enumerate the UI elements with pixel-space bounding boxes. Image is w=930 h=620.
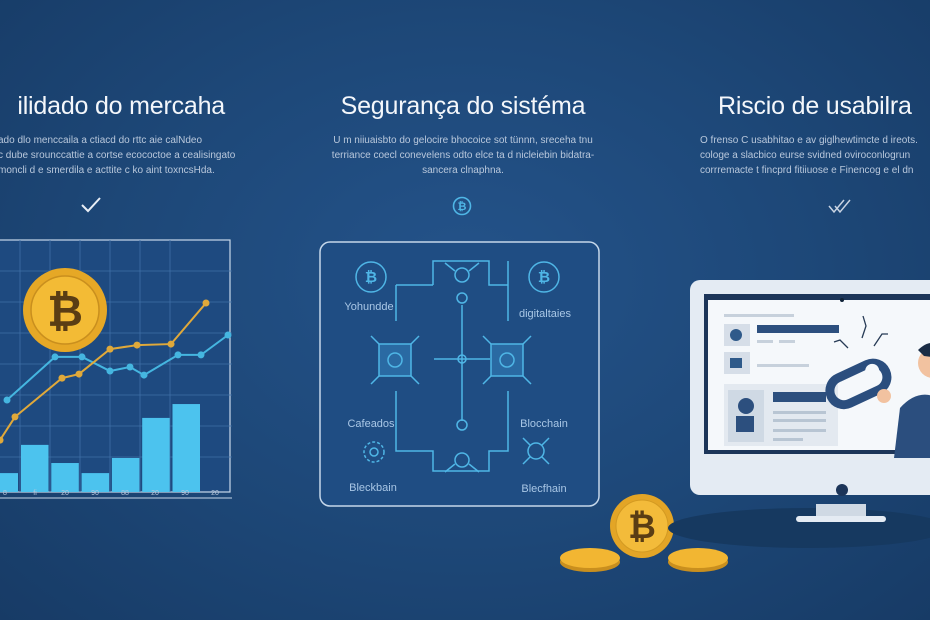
section-description: ado dlo menccaila a ctiacd do rttc aie c… [0,135,236,176]
chart-bar [142,417,170,492]
tick-label: 20 [151,490,159,497]
chart-bar [21,444,49,492]
diagram-frame [319,241,600,507]
orange-series-line-point [106,345,114,353]
blue-series-line-point [51,353,59,361]
blue-series-line-point [174,351,182,359]
network-icon [527,442,545,460]
blue-series-line-point [106,367,114,375]
orange-series-line-point [202,299,210,307]
blue-series-line-point [140,371,148,379]
chart-bar [51,463,79,492]
section-description: U m niiuaisbto do gelocire bhocoice sot … [331,135,595,176]
chart-bar [111,457,140,492]
tick-label: 8 [3,490,7,497]
tick-label: 88 [121,490,129,497]
bitcoin-symbol: ₿ [47,287,83,336]
bottom-node-icon [454,452,470,468]
svg-text:₿: ₿ [458,201,467,213]
svg-text:₿: ₿ [538,269,550,286]
double-checkmark-icon [828,199,851,214]
section-usability-risk: Riscio de usabilra O frenso C usabhitao … [700,92,930,178]
blue-series-line-point [78,353,86,361]
bitcoin-coin-inner [30,275,100,345]
checkmark-icon [81,197,101,213]
blue-series-line-point [224,331,232,339]
orange-series-line-point [167,340,175,348]
blue-series-line-point [3,396,11,404]
svg-text:₿: ₿ [628,508,656,546]
section-title: Segurança do sistéma [340,92,586,120]
tick-label: 20 [61,490,69,497]
bitcoin-icon: ₿ [452,196,472,216]
diagram-label: Yohundde [344,301,393,313]
computer-monitor-illustration [668,280,930,548]
chart-bar [172,404,200,492]
orange-series-line-point [0,436,4,444]
diagram-label: Blecfhain [521,483,566,495]
blue-series-line-point [126,363,134,371]
chart-bar [81,473,110,492]
diagram-node [456,419,468,431]
tick-label: 90 [91,490,99,497]
tick-label: fi [33,490,37,497]
bitcoin-node-icon [355,261,387,293]
person-body-icon [894,394,930,458]
svg-text:₿: ₿ [365,269,377,286]
orange-series-line-point [75,370,83,378]
diagram-node [457,354,467,364]
bitcoin-node-icon [528,261,560,293]
chip-icon [378,343,412,377]
orange-series-line-point [11,413,19,421]
blue-series-line-point [197,351,205,359]
top-node-icon [454,267,470,283]
diagram-label: digitaltaies [519,308,571,320]
section-system-security: Segurança do sistéma U m niiuaisbto do g… [263,92,663,178]
gear-icon [363,441,385,463]
camera-dot [840,298,844,302]
orange-series-line-point [133,341,141,349]
market-chart-illustration: ₿ 8 fi 20 90 88 20 90 20 [0,239,232,499]
orange-series-line-point [58,374,66,382]
tick-label: 90 [181,490,189,497]
chart-bar [0,473,18,492]
broken-padlock-icon [825,358,892,410]
monitor-logo [836,484,848,496]
section-title: Riscio de usabilra [718,92,912,120]
blockchain-security-diagram: ₿ ₿ Yohundde digitaltaies Cafeados Blocc… [319,241,600,507]
diagram-node [456,292,468,304]
section-title: ilidado do mercaha [17,92,225,120]
diagram-label: Bleckbain [349,482,397,494]
section-description: O frenso C usabhitao e av giglhewtimcte … [700,135,918,176]
chip-icon [490,343,524,377]
tick-label: 20 [211,490,219,497]
section-market-volatility: ilidado do mercaha ado dlo menccaila a c… [0,92,350,178]
orange-series-line [0,302,207,441]
bitcoin-coins: ₿ [560,494,728,572]
diagram-label: Blocchain [520,418,568,430]
diagram-label: Cafeados [347,418,395,430]
